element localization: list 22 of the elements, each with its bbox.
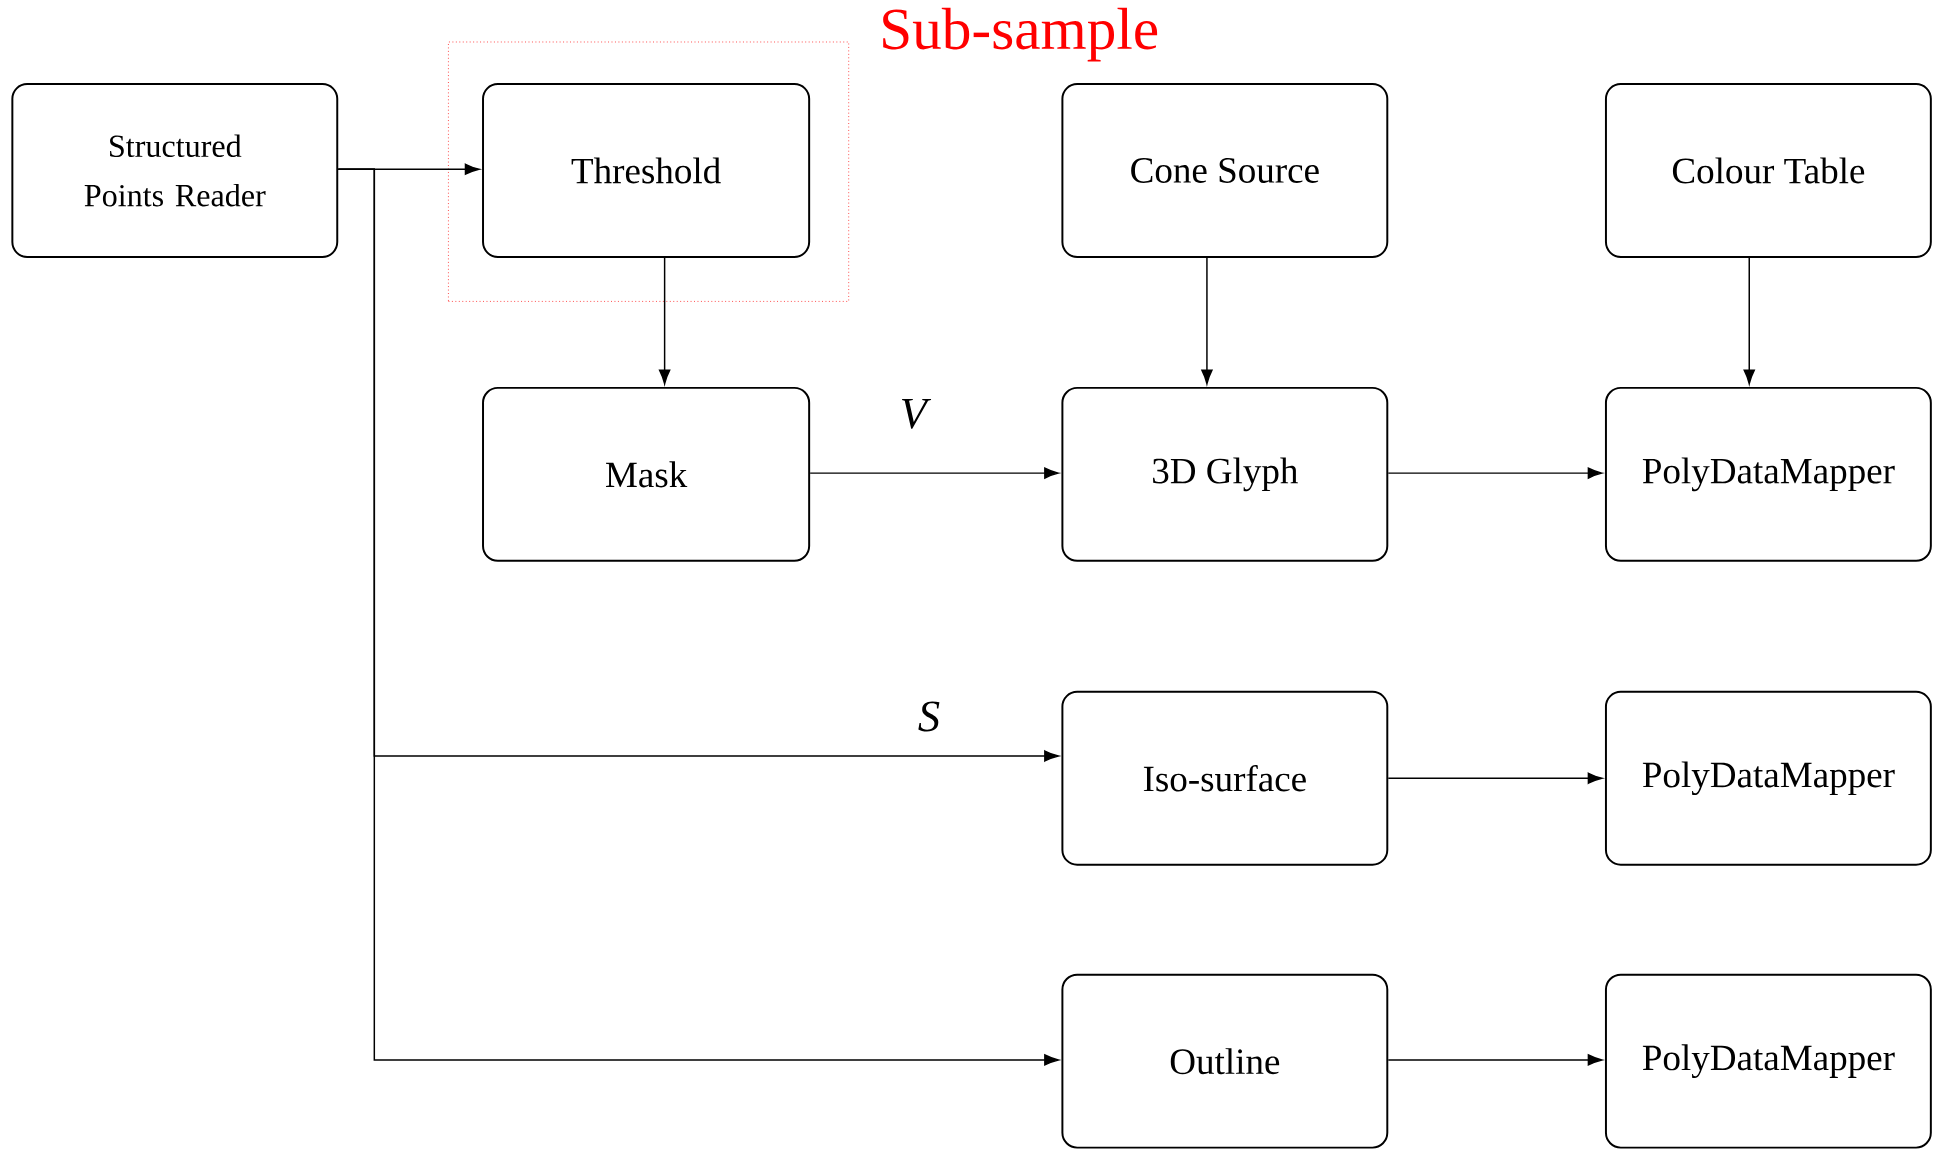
- process-box: PolyDataMapper: [1604, 973, 1932, 1149]
- process-box: PolyDataMapper: [1604, 690, 1932, 866]
- process-box: Iso-surface: [1061, 690, 1389, 866]
- process-box: 3D Glyph: [1061, 386, 1389, 562]
- edge-label: S: [915, 698, 943, 734]
- process-box: Colour Table: [1604, 82, 1932, 258]
- arrow: [809, 467, 1059, 479]
- process-box: Threshold: [482, 82, 811, 258]
- arrow: [337, 168, 1059, 1066]
- process-box: Mask: [482, 386, 811, 562]
- process-box: PolyDataMapper: [1604, 386, 1932, 562]
- process-box: Outline: [1061, 973, 1389, 1149]
- arrow: [1387, 772, 1603, 784]
- edge-label: V: [897, 396, 934, 432]
- arrow: [1387, 1054, 1603, 1066]
- process-box: Cone Source: [1061, 82, 1389, 258]
- arrow: [1387, 467, 1603, 479]
- process-box: Structured Points Reader: [11, 82, 339, 258]
- arrow: [658, 257, 671, 385]
- node-label: Sub-sample: [883, 7, 1158, 62]
- arrow: [1201, 257, 1213, 385]
- arrow: [1743, 257, 1755, 385]
